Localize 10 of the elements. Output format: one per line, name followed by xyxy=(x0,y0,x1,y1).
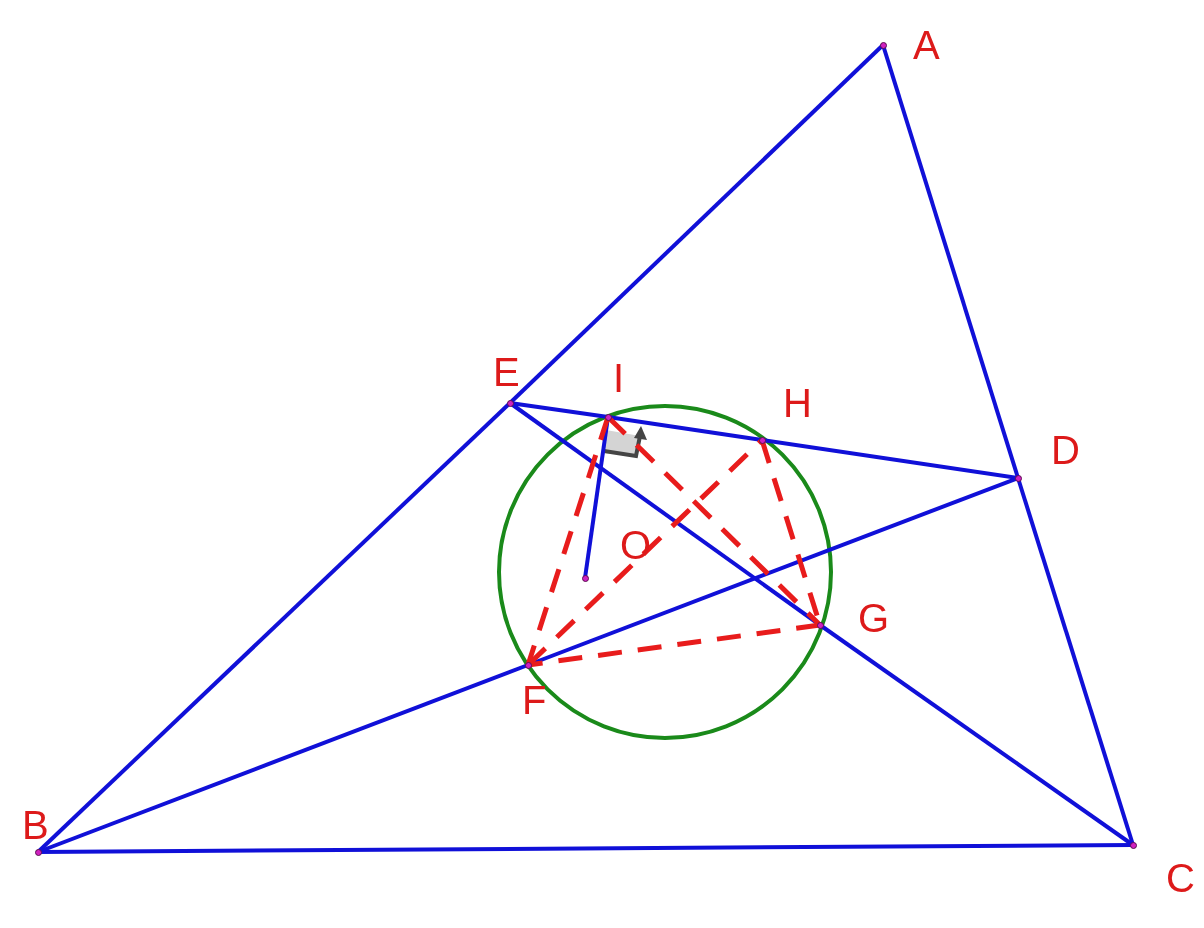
point-label: B xyxy=(22,805,49,845)
point-label: F xyxy=(522,680,547,720)
point-label: G xyxy=(858,598,890,638)
point-label: I xyxy=(613,358,625,398)
point-label: C xyxy=(1166,858,1195,898)
point-label: O xyxy=(620,525,652,565)
point-label: D xyxy=(1051,430,1080,470)
point-label: A xyxy=(913,25,940,65)
point-label: E xyxy=(493,352,520,392)
point-label: H xyxy=(783,383,812,423)
